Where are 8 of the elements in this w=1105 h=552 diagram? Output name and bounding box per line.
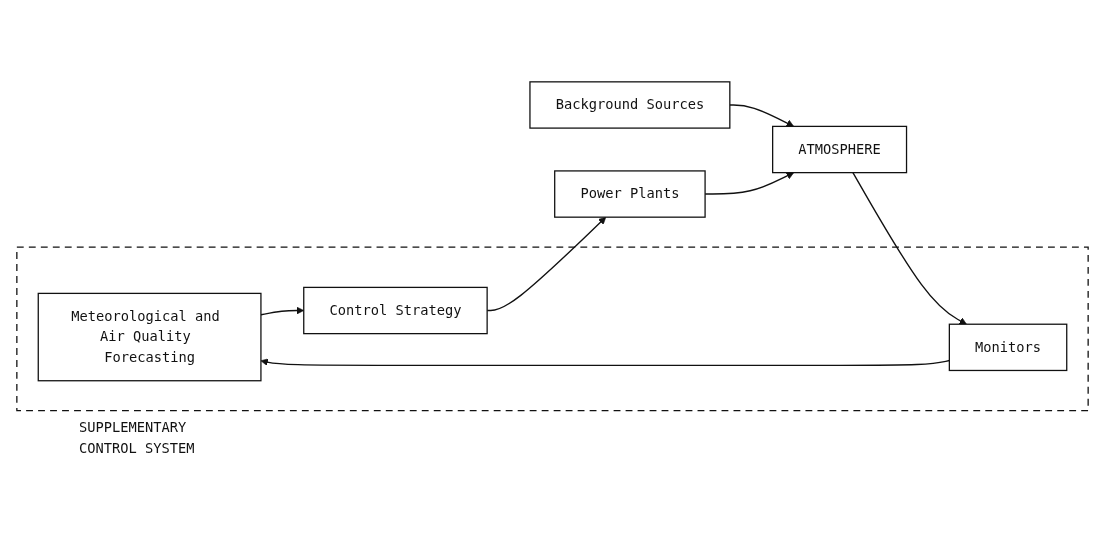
arrow bbox=[729, 104, 795, 127]
node-box: Monitors bbox=[948, 323, 1068, 371]
node-box: ATMOSPHERE bbox=[772, 125, 908, 173]
node-box: Power Plants bbox=[554, 170, 706, 218]
node-box: Background Sources bbox=[529, 80, 731, 129]
node-box: Meteorological and Air Quality Forecasting bbox=[37, 292, 262, 382]
node-box: Control Strategy bbox=[303, 286, 488, 334]
arrow bbox=[852, 171, 967, 325]
